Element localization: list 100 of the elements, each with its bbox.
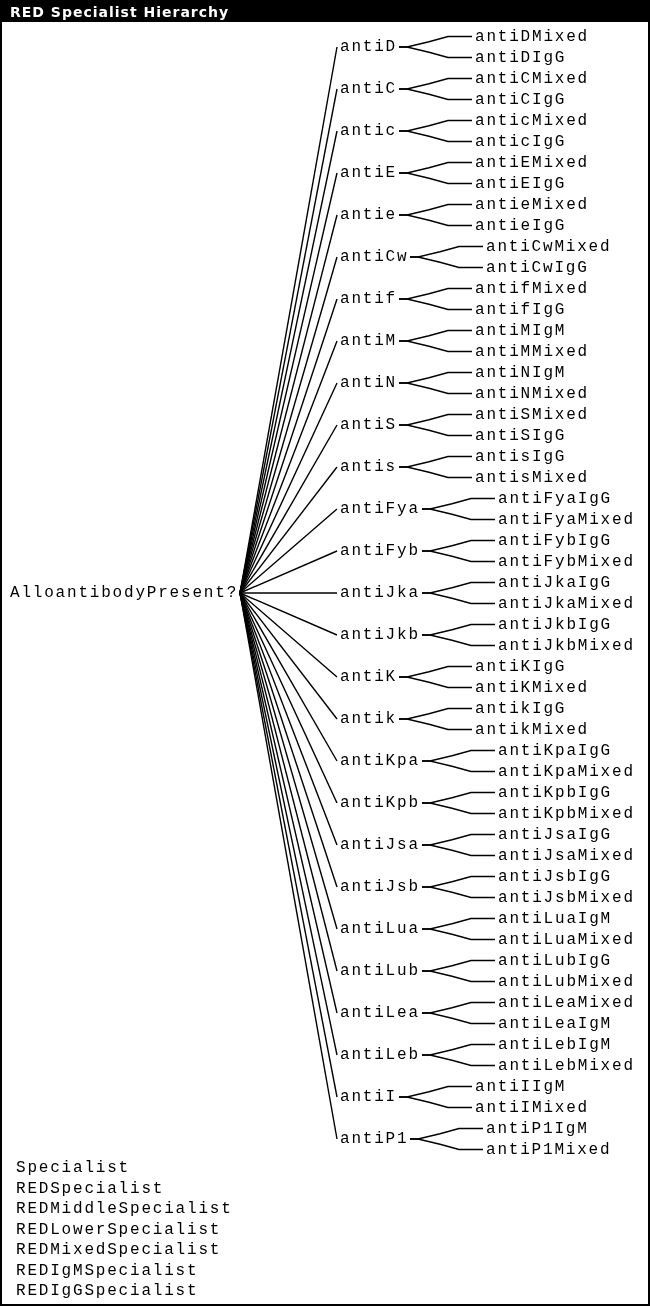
tree-connector-line [239,466,338,594]
tree-connector-line [398,466,473,479]
tree-node-label: antiLua [340,919,420,939]
tree-node-label: antifIgG [475,299,567,320]
tree-node-label: antiCw [340,247,409,267]
tree-node-label: antiFyaMixed [498,509,635,530]
tree-connector-line [421,970,496,983]
tree-node-label: antiCMixed [475,68,589,89]
tree-node-label: antiLubIgG [498,950,612,971]
tree-connector-line [239,592,338,720]
tree-node-label: antiEMixed [475,152,589,173]
tree-connector-line [421,508,496,521]
tree-node-label: antiJsbIgG [498,866,612,887]
tree-node-label: antiEIgG [475,173,567,194]
tree-node-label: antiFyb [340,541,420,561]
class-name-text: Specialist [16,1158,130,1178]
tree-node-label: antiJka [340,583,420,603]
tree-connector-line [398,298,473,311]
tree-connector-line [239,550,338,594]
tree-node-label: antiLubMixed [498,971,635,992]
tree-connector-line [398,676,473,689]
tree-connector-line [398,340,473,353]
window-title-bar: RED Specialist Hierarchy [2,2,648,22]
tree-node-label: antiKpa [340,751,420,771]
tree-node-label: antieMixed [475,194,589,215]
tree-node-label: antiP1IgM [486,1118,589,1139]
tree-connector-line [398,130,473,143]
tree-node-label: antiLub [340,961,420,981]
tree-node-label: antiSMixed [475,404,589,425]
tree-node-label: antiLeaMixed [498,992,635,1013]
tree-node-label: antiKpb [340,793,420,813]
tree-node-label: antiNMixed [475,383,589,404]
tree-connector-line [421,844,496,857]
tree-node-label: antiFya [340,499,420,519]
tree-connector-line [421,760,496,773]
tree-node-label: antiLuaMixed [498,929,635,950]
class-name-text: REDIgGSpecialist [16,1281,199,1301]
tree-node-label: antis [340,457,397,477]
tree-node-label: antik [340,709,397,729]
tree-connector-line [398,1096,473,1109]
class-name-text: REDSpecialist [16,1178,165,1199]
tree-node-label: antikIgG [475,698,567,719]
tree-connector-line [398,382,473,395]
tree-node-label: antif [340,289,397,309]
class-name-text: REDMiddleSpecialist [16,1199,233,1219]
tree-connector-line [421,802,496,815]
tree-node-label: antiLea [340,1003,420,1023]
tree-connector-line [421,634,496,647]
tree-node-label: antiJsaIgG [498,824,612,845]
tree-connector-line [421,1054,496,1067]
tree-node-label: antiKpaMixed [498,761,635,782]
tree-node-label: antiK [340,667,397,687]
tree-node-label: antiP1 [340,1129,409,1149]
tree-node-label: antiS [340,415,397,435]
tree-node-label: antiN [340,373,397,393]
tree-node-label: antiCIgG [475,89,567,110]
tree-connector-line [398,424,473,437]
tree-connector-line [398,214,473,227]
tree-node-label: antiLeb [340,1045,420,1065]
tree-node-label: AlloantibodyPresent? [10,583,239,603]
tree-node-label: antiSIgG [475,425,567,446]
tree-node-label: antikMixed [475,719,589,740]
tree-node-label: antiJsb [340,877,420,897]
tree-node-label: antiKpbMixed [498,803,635,824]
tree-connector-line [239,508,338,594]
tree-connector-line [421,886,496,899]
tree-node-label: antiDIgG [475,47,567,68]
tree-node-label: antisIgG [475,446,567,467]
tree-node-label: antie [340,205,397,225]
tree-connector-line [421,592,496,605]
tree-node-label: antiJsaMixed [498,845,635,866]
tree-node-label: anticMixed [475,110,589,131]
tree-node-label: antiM [340,331,397,351]
tree-node-label: antiJkb [340,625,420,645]
tree-node-label: antiJkaIgG [498,572,612,593]
tree-connector-line [398,46,473,59]
tree-connector-line [421,928,496,941]
tree-connector-line [421,1012,496,1025]
tree-node-label: antic [340,121,397,141]
tree-node-label: antiNIgM [475,362,567,383]
tree-node-label: antiKpbIgG [498,782,612,803]
tree-connector-line [239,592,338,636]
tree-node-label: antiJkbMixed [498,635,635,656]
tree-node-label: antiMMixed [475,341,589,362]
class-name-text: REDMixedSpecialist [16,1240,222,1260]
tree-node-label: antiLebIgM [498,1034,612,1055]
tree-node-label: antiE [340,163,397,183]
class-name-text: REDLowerSpecialist [16,1219,222,1240]
tree-node-label: antiIIgM [475,1076,567,1097]
tree-node-label: antiD [340,37,397,57]
tree-node-label: antiJkaMixed [498,593,635,614]
tree-node-label: antiI [340,1087,397,1107]
tree-node-label: antiMIgM [475,320,567,341]
tree-node-label: antiLeaIgM [498,1013,612,1034]
tree-connector-line [398,718,473,731]
tree-connector-line [421,550,496,563]
tree-node-label: antisMixed [475,467,589,488]
tree-connector-line [409,1138,484,1151]
tree-node-label: antiLebMixed [498,1055,635,1076]
tree-node-label: antiKpaIgG [498,740,612,761]
